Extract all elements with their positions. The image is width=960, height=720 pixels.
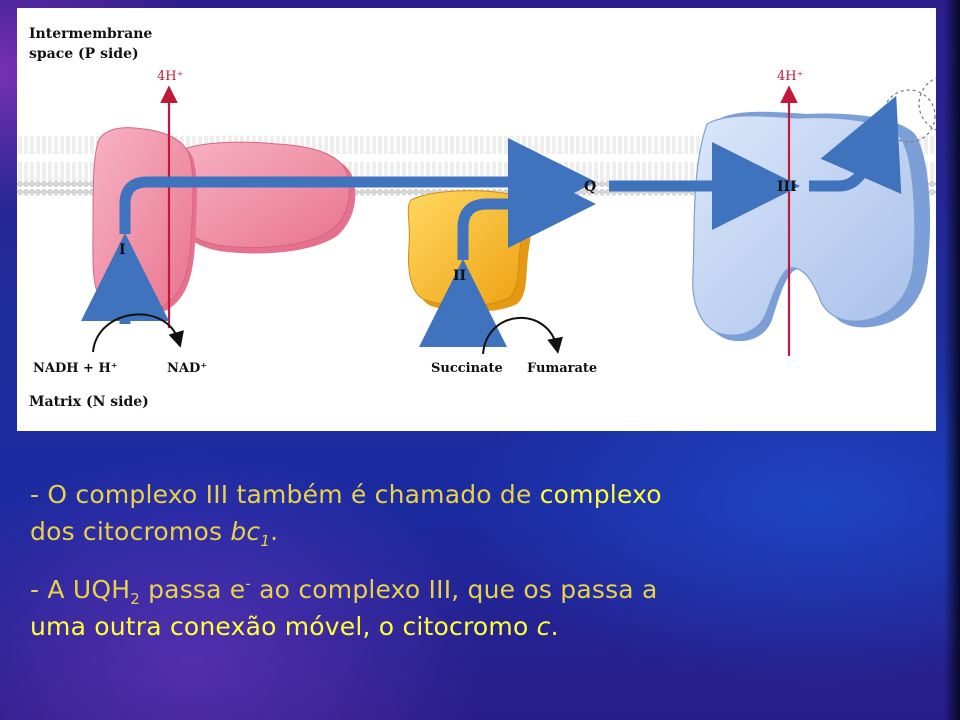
bullet-end: . xyxy=(270,517,279,546)
bullet-highlight: uma outra conexão móvel, xyxy=(30,612,371,641)
complex-iii-label: III xyxy=(777,179,797,195)
arrow-complex-iii-to-cyt-c xyxy=(809,95,902,195)
p-side-label: space (P side) xyxy=(29,46,139,62)
nad-label: NAD⁺ xyxy=(167,361,207,376)
bullet-complex-iii: - O complexo III também é chamado de com… xyxy=(30,476,936,550)
bullet-text-3: ao complexo III, que os passa a xyxy=(251,575,658,604)
fumarate-label: Fumarate xyxy=(527,361,597,376)
bullet-dash: - xyxy=(30,480,48,509)
electron-transport-figure: Intermembrane space (P side) Matrix (N s… xyxy=(17,8,936,431)
arrow-complex-i-to-q xyxy=(119,138,596,234)
nadh-label: NADH + H⁺ xyxy=(33,361,118,376)
arrow-complex-ii-to-q xyxy=(457,160,596,260)
q-label: Q xyxy=(584,179,596,195)
succinate-arc-arrow xyxy=(482,316,563,355)
succinate-label: Succinate xyxy=(431,361,503,376)
complex-i-shape xyxy=(92,127,356,317)
bullet-dash: - xyxy=(30,575,48,604)
bullet-end: . xyxy=(550,612,559,641)
complex-ii-label: II xyxy=(453,268,466,284)
bullet-text-2: passa e xyxy=(139,575,246,604)
bullet-italic: bc xyxy=(230,517,261,546)
bullet-highlight: complexo xyxy=(539,480,662,509)
bullet-italic: c xyxy=(536,612,551,641)
cytochrome-c-dashed-circle xyxy=(882,89,936,143)
bullet-sub: 1 xyxy=(260,532,271,550)
bullet-text: A UQH xyxy=(47,575,131,604)
bullet-text-2: dos citocromos xyxy=(30,517,231,546)
proton-label-left: 4H⁺ xyxy=(157,69,183,84)
background-edge-shadow xyxy=(944,0,960,720)
nadh-arc-arrow xyxy=(92,313,184,353)
complex-iii-shape xyxy=(692,111,931,342)
intermembrane-label: Intermembrane xyxy=(29,26,152,42)
bullet-uqh2: - A UQH2 passa e- ao complexo III, que o… xyxy=(30,571,936,645)
complex-i-label: I xyxy=(119,242,126,258)
bullet-text: O complexo III também é chamado de xyxy=(47,480,540,509)
bullet-text-5: o citocromo xyxy=(370,612,537,641)
matrix-label: Matrix (N side) xyxy=(29,394,149,410)
bullet-sub: 2 xyxy=(130,590,140,608)
proton-label-right: 4H⁺ xyxy=(777,69,803,84)
bullet-sup: - xyxy=(245,574,252,593)
